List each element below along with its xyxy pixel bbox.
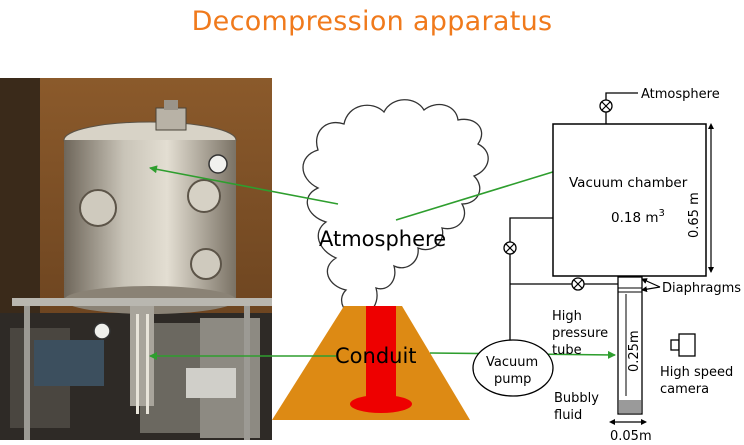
ash-cloud [302,99,489,319]
label-camera-2: camera [660,382,709,397]
label-vacuum-chamber: Vacuum chamber [569,175,688,191]
label-tube-length: 0.25m [627,330,642,372]
valve-icon [571,277,585,291]
label-chamber-height: 0.65 m [687,192,702,238]
label-camera-1: High speed [660,365,733,380]
page-title: Decompression apparatus [191,6,553,37]
vacuum-chamber-box [552,123,707,277]
label-conduit: Conduit [335,344,417,368]
label-bubbly-fluid-2: fluid [554,408,582,423]
camera-icon [670,333,696,357]
vacuum-pump [472,339,554,397]
label-vacuum-pump-1: Vacuum [486,355,538,370]
valve-icon [599,99,613,113]
label-high-pressure-tube-2: pressure [552,326,608,341]
label-atmosphere-cloud: Atmosphere [319,227,446,251]
label-tube-width: 0.05m [610,429,652,444]
label-vacuum-pump-2: pump [494,372,531,387]
label-high-pressure-tube-3: tube [552,343,582,358]
valve-icon [503,241,517,255]
label-high-pressure-tube-1: High [552,309,582,324]
bubbly-fluid-level [619,400,641,413]
label-bubbly-fluid-1: Bubbly [554,391,599,406]
conduit-chamber [350,395,412,413]
label-diaphragms: Diaphragms [662,281,741,296]
conduit-column [366,306,396,402]
high-pressure-tube [617,276,643,415]
label-volume: 0.18 m3 [611,208,665,226]
label-atmosphere-valve: Atmosphere [641,87,720,102]
arrow-atmosphere-chamber [395,161,583,221]
apparatus-photo [0,78,272,440]
arrow-atmosphere-photo [149,165,339,205]
